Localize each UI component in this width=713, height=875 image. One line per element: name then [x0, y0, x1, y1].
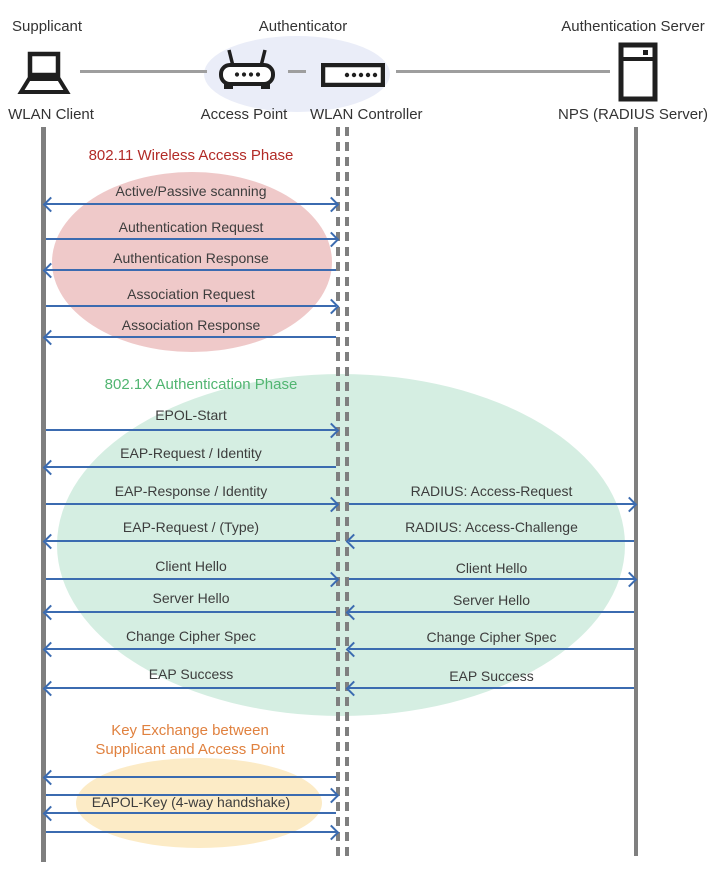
message-label: EAP Success [449, 668, 534, 684]
phase-ellipse-key-exchange [76, 758, 322, 848]
wlan-client-label: WLAN Client [8, 106, 94, 123]
phase-ellipse-80211 [52, 172, 332, 352]
lifeline-authenticator-left [336, 127, 340, 857]
message-arrow [42, 533, 336, 550]
supplicant-role-label: Supplicant [12, 18, 83, 35]
message-arrow [42, 769, 336, 786]
server-role-label: Authentication Server [561, 18, 705, 35]
message-arrow [46, 824, 340, 841]
message-label: Association Response [121, 317, 261, 333]
message-arrow [42, 604, 336, 621]
lifeline-authenticator-right [345, 127, 349, 857]
message-label: Change Cipher Spec [426, 629, 557, 645]
message-label: Server Hello [452, 592, 531, 608]
message-arrow [42, 680, 336, 697]
message-arrow [46, 571, 340, 588]
message-arrow [349, 571, 638, 588]
message-arrow [46, 787, 340, 804]
link-ap-controller [288, 70, 306, 73]
link-client-ap [80, 70, 207, 73]
server-icon [618, 42, 658, 102]
lifeline-wlan-client [41, 127, 46, 862]
message-arrow [349, 496, 638, 513]
phase-title-80211: 802.11 Wireless Access Phase [88, 147, 294, 164]
phase-title-8021x: 802.1X Authentication Phase [104, 376, 298, 393]
lifeline-radius-server [634, 127, 638, 856]
message-arrow [42, 196, 340, 213]
server-device-label: NPS (RADIUS Server) [558, 106, 709, 123]
link-controller-server [396, 70, 610, 73]
wlan-controller-icon [321, 63, 385, 87]
message-arrow [46, 298, 340, 315]
message-arrow [42, 805, 336, 822]
message-label: RADIUS: Access-Request [410, 483, 573, 499]
message-arrow [345, 604, 634, 621]
message-arrow [345, 641, 634, 658]
message-arrow [46, 496, 340, 513]
access-point-icon [217, 46, 277, 92]
message-arrow [345, 533, 634, 550]
message-arrow [42, 329, 336, 346]
message-label: Authentication Response [113, 250, 269, 266]
wlan-controller-label: WLAN Controller [310, 106, 423, 123]
message-label: EAPOL-Key (4-way handshake) [91, 794, 291, 810]
phase-title-key-exchange: Key Exchange between Supplicant and Acce… [95, 722, 285, 758]
message-arrow [46, 231, 340, 248]
message-arrow [46, 422, 340, 439]
message-arrow [42, 641, 336, 658]
access-point-label: Access Point [200, 106, 288, 123]
message-arrow [42, 262, 336, 279]
message-label: Client Hello [455, 560, 528, 576]
message-label: Client Hello [155, 558, 227, 574]
message-label: EAP-Request / (Type) [122, 519, 260, 535]
phase-ellipse-8021x [57, 374, 625, 716]
message-label: RADIUS: Access-Challenge [405, 519, 578, 535]
message-label: Server Hello [152, 590, 230, 606]
message-label: Association Request [127, 286, 255, 302]
message-label: EPOL-Start [155, 407, 227, 423]
message-label: EAP-Request / Identity [120, 445, 262, 461]
laptop-icon [13, 51, 75, 97]
authenticator-role-label: Authenticator [258, 18, 348, 35]
message-label: Authentication Request [118, 219, 264, 235]
message-label: Change Cipher Spec [126, 628, 256, 644]
message-label: EAP-Response / Identity [114, 483, 268, 499]
message-arrow [42, 459, 336, 476]
message-arrow [345, 680, 634, 697]
message-label: Active/Passive scanning [115, 183, 267, 199]
message-label: EAP Success [148, 666, 234, 682]
